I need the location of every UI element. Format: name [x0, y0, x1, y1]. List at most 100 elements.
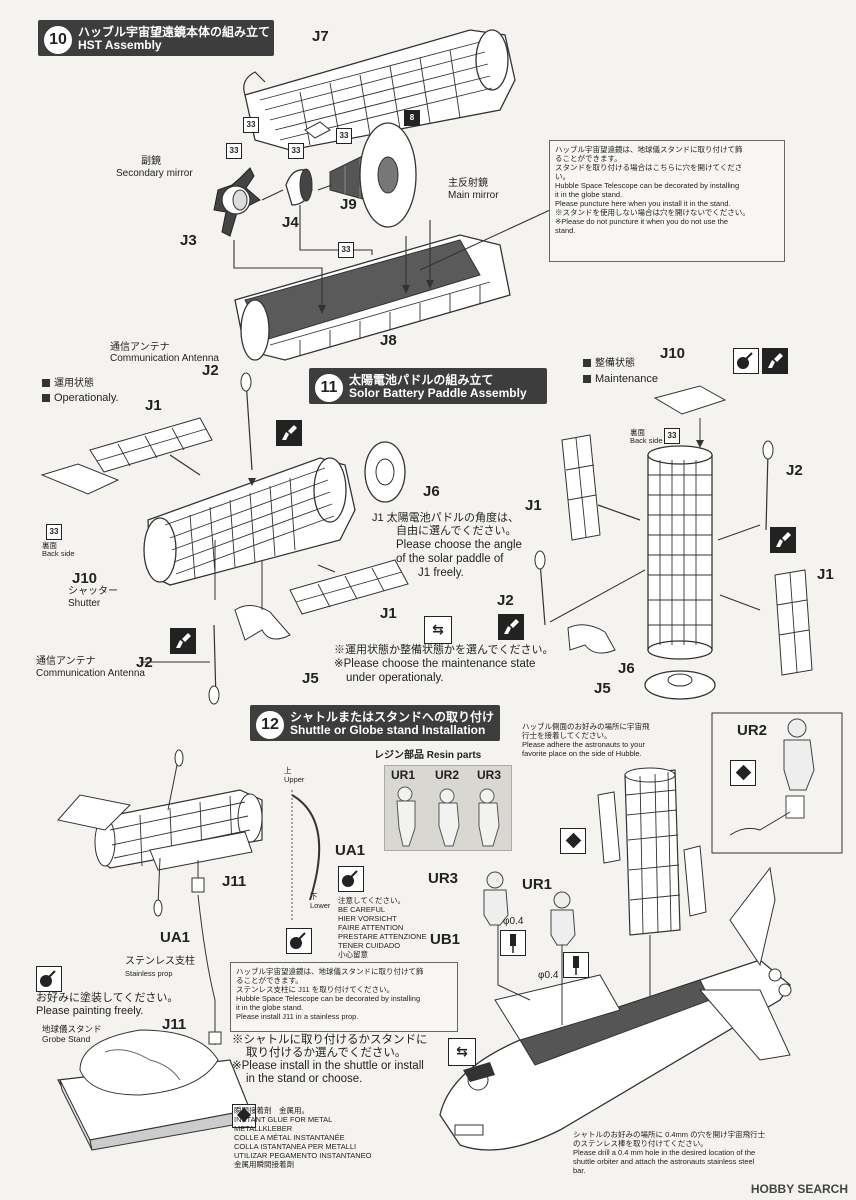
part-label-j1: J1	[145, 397, 162, 414]
main-mirror-en: Main mirror	[448, 190, 499, 201]
part-j7-drawing	[243, 29, 516, 151]
part-label-ur2: UR2	[737, 722, 768, 739]
hole-diameter-2: φ0.4	[538, 970, 559, 981]
paint-brush-icon	[762, 348, 788, 374]
part-label-ur1: UR1	[522, 876, 553, 893]
part-label-j9: J9	[340, 196, 357, 213]
antenna-jp: 通信アンテナ	[110, 342, 170, 353]
antenna-jp: 通信アンテナ	[36, 656, 96, 667]
watermark: HOBBY SEARCH	[750, 1182, 848, 1196]
resin-parts-title: レジン部品 Resin parts	[374, 750, 482, 761]
stainless-prop-en: Stainless prop	[125, 969, 173, 978]
part-label-j5: J5	[594, 680, 611, 697]
step-title-en: Shuttle or Globe stand Installation	[290, 723, 486, 737]
step-number: 12	[254, 709, 286, 741]
back-side-jp: 裏面	[630, 428, 645, 437]
ur1-figure-drawing	[550, 891, 576, 946]
back-side-en: Back side	[42, 549, 75, 558]
maintenance-hubble-drawing	[534, 385, 813, 700]
step-number: 11	[313, 372, 345, 404]
color-badge-33: 33	[288, 143, 304, 159]
paint-icon	[36, 966, 62, 992]
globe-stand-jp: 地球儀スタンド	[42, 1024, 102, 1034]
part-label-ua1: UA1	[335, 842, 366, 859]
back-side-jp: 裏面	[42, 541, 57, 550]
glue-icon	[730, 760, 756, 786]
step-title-jp: シャトルまたはスタンドへの取り付け	[290, 710, 495, 724]
maintenance-state-en: Maintenance	[583, 373, 658, 385]
ur3-figure-drawing	[483, 871, 509, 926]
part-label-j10: J10	[660, 345, 686, 362]
choose-note: ※シャトルに取り付けるかスタンドに 取り付けるか選んでください。 ※Please…	[232, 1034, 428, 1085]
paint-brush-icon	[498, 614, 524, 640]
color-badge-8: 8	[404, 110, 420, 126]
antenna-en: Communication Antenna	[36, 668, 145, 679]
part-label-j11: J11	[222, 873, 247, 890]
part-label-j1: J1	[380, 605, 397, 622]
step-title-en: Solor Battery Paddle Assembly	[349, 386, 527, 400]
part-label-j6: J6	[618, 660, 635, 677]
glue-note: 瞬間接着剤 金属用。 INSTANT GLUE FOR METAL METALL…	[234, 1106, 372, 1169]
paint-brush-icon	[170, 628, 196, 654]
paint-freely-en: Please painting freely.	[36, 1005, 144, 1017]
stand-note: ハッブル宇宙望遠鏡は、地球儀スタンドに取り付けて飾 ることができます。 スタンド…	[549, 140, 785, 262]
globe-stand-en: Grobe Stand	[42, 1034, 91, 1044]
part-j4-drawing	[285, 168, 313, 206]
part-label-ub1: UB1	[430, 931, 461, 948]
part-label-j4: J4	[282, 214, 299, 231]
paint-brush-icon	[733, 348, 759, 374]
maintenance-state-jp: 整備状態	[583, 358, 635, 370]
secondary-mirror-en: Secondary mirror	[116, 168, 193, 179]
color-badge-33: 33	[336, 128, 352, 144]
choice-arrows-icon: ⇆	[448, 1038, 476, 1066]
part-label-j2: J2	[136, 654, 153, 671]
stainless-prop-jp: ステンレス支柱	[125, 956, 195, 967]
antenna-en: Communication Antenna	[110, 353, 219, 364]
part-label-j2: J2	[202, 362, 219, 379]
astronaut-note: ハッブル側面のお好みの場所に宇宙飛 行士を接着してください。 Please ad…	[522, 722, 650, 758]
install-note: ハッブル宇宙望遠鏡は、地球儀スタンドに取り付けて飾 ることができます。 ステンレ…	[230, 962, 458, 1032]
upper-en: Upper	[284, 775, 305, 784]
back-side-en: Back side	[630, 436, 663, 445]
step-title-jp: 太陽電池パドルの組み立て	[349, 373, 494, 387]
color-badge-33: 33	[46, 524, 62, 540]
shutter-en: Shutter	[68, 598, 101, 609]
resin-parts-photo: UR1 UR2 UR3	[384, 765, 512, 851]
color-badge-33: 33	[226, 143, 242, 159]
globe-stand-drawing	[57, 1029, 251, 1151]
part-label-j2: J2	[497, 592, 514, 609]
part-label-j5: J5	[302, 670, 319, 687]
operational-state-jp: 運用状態	[42, 378, 94, 390]
lower-jp: 下	[310, 892, 318, 901]
drill-note: シャトルのお好みの場所に 0.4mm の穴を開け宇宙飛行士 のステンレス棒を取り…	[573, 1130, 766, 1175]
step-10-title: 10 ハッブル宇宙望遠鏡本体の組み立て HST Assembly	[38, 20, 274, 56]
part-label-j8: J8	[380, 332, 397, 349]
careful-note: 注意してください。 BE CAREFUL HIER VORSICHT FAIRE…	[338, 896, 427, 959]
choice-arrows-icon: ⇆	[424, 616, 452, 644]
color-badge-33: 33	[243, 117, 259, 133]
state-note: ※運用状態か整備状態かを選んでください。 ※Please choose the …	[334, 644, 554, 684]
step-title-jp: ハッブル宇宙望遠鏡本体の組み立て	[78, 25, 271, 39]
part-label-j1: J1	[817, 566, 834, 583]
step-title-en: HST Assembly	[78, 38, 162, 52]
astronaut-figures-drawing	[396, 786, 500, 847]
glue-icon	[232, 1104, 256, 1128]
operational-hubble-drawing	[40, 372, 409, 705]
hubble-on-stand-drawing	[57, 749, 263, 1045]
part-label-j3: J3	[180, 232, 197, 249]
shutter-jp: シャッター	[68, 586, 118, 597]
paint-icon	[338, 866, 364, 892]
angle-note: J1 太陽電池パドルの角度は、 自由に選んでください。 Please choos…	[372, 512, 522, 579]
upper-jp: 上	[284, 766, 292, 775]
part-j3-drawing	[213, 167, 261, 237]
part-j9-drawing	[329, 122, 417, 228]
lower-en: Lower	[310, 901, 331, 910]
operational-state-en: Operationaly.	[42, 392, 119, 404]
ur2-astronaut-drawing	[783, 718, 815, 819]
part-label-ua1: UA1	[160, 929, 191, 946]
paint-icon	[286, 928, 312, 954]
part-j8-drawing	[234, 234, 511, 361]
color-badge-33: 33	[664, 428, 680, 444]
